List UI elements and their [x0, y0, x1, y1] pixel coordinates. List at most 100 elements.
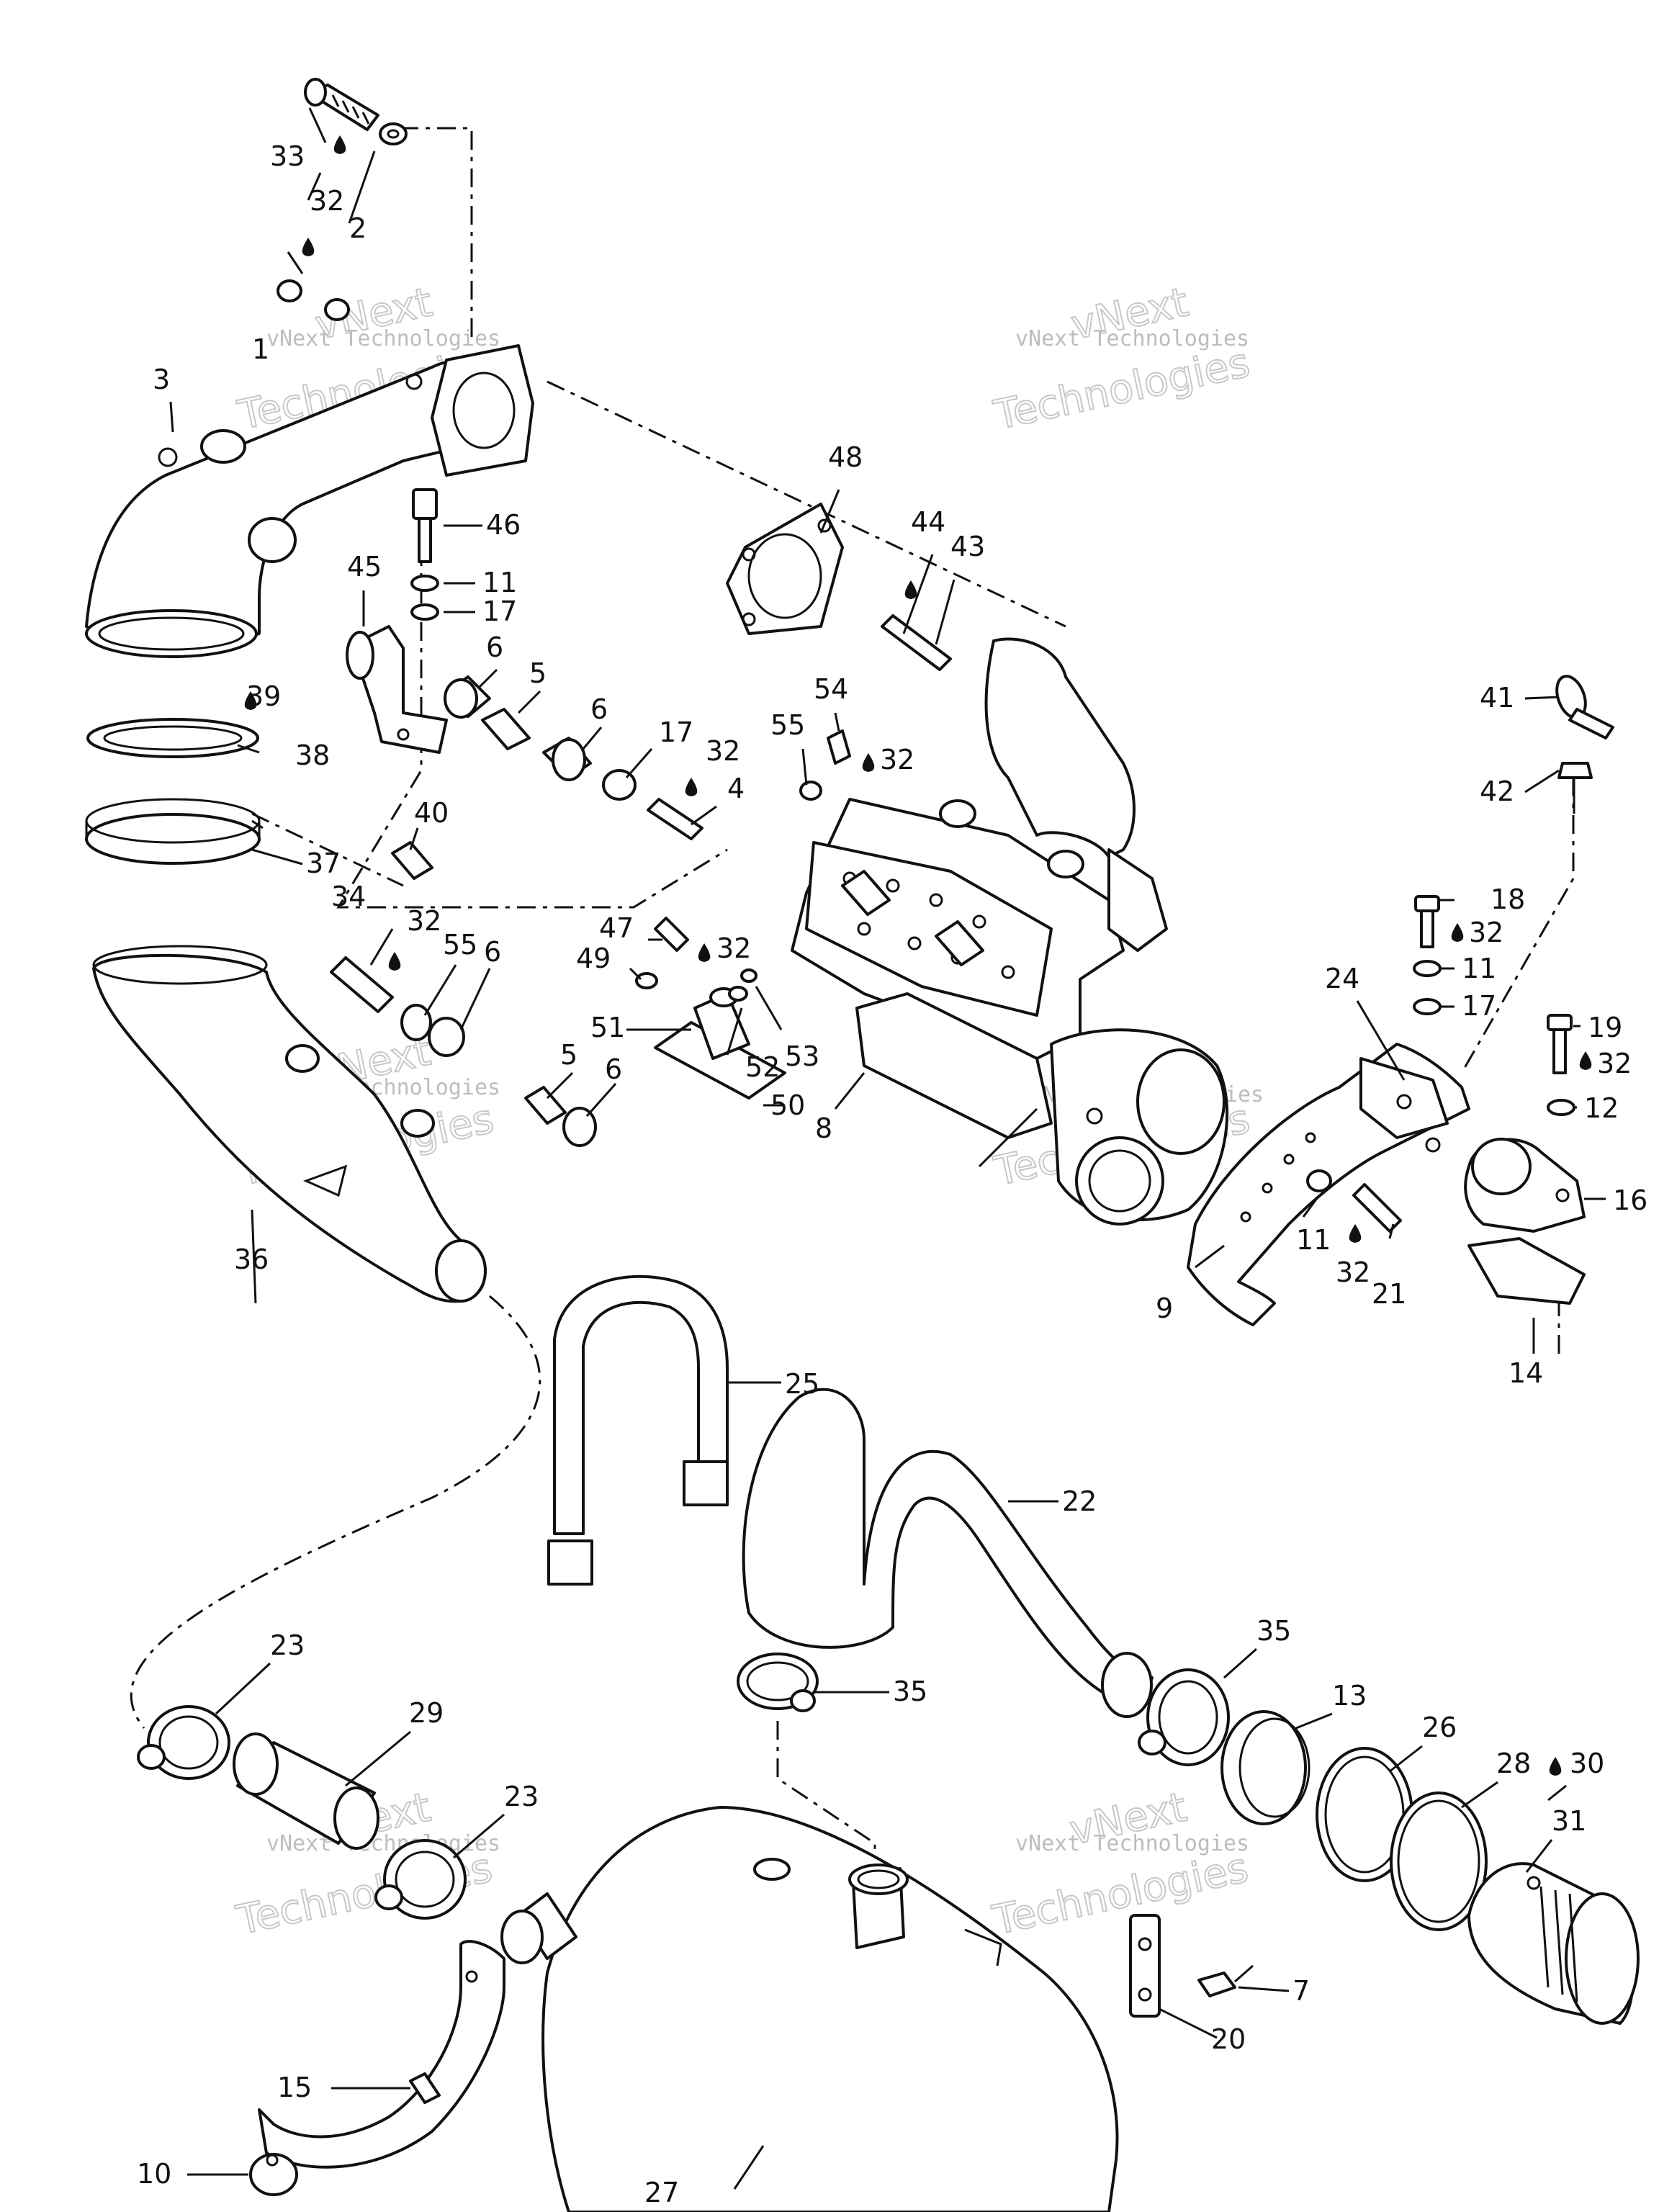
gasket-38: [86, 718, 259, 758]
label-49: 49: [576, 943, 611, 974]
spring-53: [740, 968, 757, 983]
part-number-labels: 33 32 2 1 3 46 11 17 45 6 5 6 17 32 4 48…: [137, 140, 1647, 2208]
exhaust-pipe-36: [92, 945, 487, 1303]
exhaust-manifold: [85, 344, 534, 658]
label-27: 27: [644, 2177, 679, 2208]
label-16: 16: [1613, 1184, 1647, 1216]
label-43: 43: [950, 531, 985, 562]
drop-icon: [1451, 923, 1464, 942]
spacer-6-middle: [542, 737, 592, 781]
clamp-37: [85, 798, 261, 865]
label-32: 32: [716, 932, 751, 964]
drop-icon: [862, 753, 875, 772]
spacer-6-lower: [562, 1107, 597, 1147]
screw-42: [1557, 762, 1593, 814]
label-30: 30: [1570, 1748, 1604, 1779]
label-46: 46: [486, 509, 521, 541]
bushing-5-lower: [524, 1086, 567, 1125]
drop-icon: [244, 691, 257, 710]
stud-43: [881, 614, 952, 671]
bracket-45: [346, 625, 448, 754]
label-6: 6: [590, 693, 608, 725]
label-5: 5: [529, 657, 547, 689]
label-21: 21: [1372, 1278, 1406, 1310]
washer-2-hole: [387, 129, 400, 139]
sensor-7: [1197, 1964, 1254, 1997]
spacer-6-left: [428, 1017, 465, 1057]
label-24: 24: [1325, 963, 1359, 994]
label-6: 6: [486, 631, 503, 663]
o-ring-52: [728, 986, 748, 1002]
clamp-35-right: [1138, 1668, 1230, 1766]
pipe-22: [742, 1388, 1154, 1718]
label-32: 32: [310, 185, 344, 217]
label-17: 17: [659, 716, 693, 748]
washer-2: [379, 122, 408, 145]
label-52: 52: [745, 1051, 780, 1083]
label-3: 3: [153, 364, 170, 395]
watermark-text: vNext Technologies: [266, 326, 500, 351]
watermark-text: Technologies: [990, 339, 1254, 439]
cable-tie-41: [1555, 675, 1614, 739]
strap-25: [547, 1274, 729, 1586]
label-22: 22: [1062, 1485, 1097, 1517]
label-7: 7: [1292, 1975, 1310, 2007]
label-32: 32: [1469, 917, 1503, 948]
label-54: 54: [814, 673, 848, 705]
label-12: 12: [1584, 1092, 1619, 1124]
bushing-40: [391, 841, 433, 880]
label-50: 50: [770, 1089, 805, 1121]
label-17: 17: [1462, 990, 1496, 1022]
bolt-19: [1547, 1014, 1573, 1074]
washer-55-right: [799, 781, 822, 801]
label-25: 25: [785, 1368, 819, 1400]
label-32: 32: [1597, 1048, 1632, 1079]
label-37: 37: [306, 848, 341, 879]
label-35: 35: [1256, 1615, 1291, 1647]
label-48: 48: [828, 441, 863, 473]
drop-icon: [1549, 1757, 1562, 1776]
clamp-23-lower: [374, 1839, 467, 1920]
label-1: 1: [252, 333, 269, 365]
label-44: 44: [911, 506, 945, 538]
label-19: 19: [1588, 1012, 1622, 1043]
label-20: 20: [1211, 2023, 1246, 2055]
valve-50: [654, 987, 786, 1100]
drop-icon: [698, 943, 711, 962]
outlet-31: [1467, 1862, 1640, 2025]
watermark-text: Technologies: [989, 1845, 1252, 1945]
label-6: 6: [484, 936, 501, 968]
bolt-4: [647, 798, 703, 840]
label-40: 40: [414, 797, 449, 829]
drop-icon: [333, 135, 346, 154]
label-42: 42: [1480, 775, 1514, 807]
label-32: 32: [880, 744, 914, 775]
label-36: 36: [234, 1244, 269, 1275]
gasket-38-inner: [103, 725, 243, 751]
nut-1: [276, 279, 302, 302]
label-17: 17: [482, 595, 517, 627]
watermark-text: vNext Technologies: [1015, 326, 1249, 351]
label-34: 34: [331, 881, 366, 912]
label-31: 31: [1552, 1805, 1586, 1837]
screw-15: [409, 2072, 441, 2104]
gasket-28: [1390, 1791, 1488, 1931]
label-18: 18: [1491, 884, 1525, 915]
label-28: 28: [1496, 1748, 1531, 1779]
clamp-35-center: [737, 1653, 819, 1712]
washer-11-right: [1413, 960, 1442, 977]
drop-icons: [244, 135, 1592, 1776]
bolt-46: [412, 488, 438, 563]
label-41: 41: [1480, 682, 1514, 714]
label-5: 5: [560, 1039, 577, 1071]
label-15: 15: [277, 2072, 312, 2103]
label-23: 23: [504, 1781, 539, 1812]
drop-icon: [1349, 1224, 1362, 1243]
screw-54: [827, 729, 851, 765]
label-35: 35: [893, 1676, 927, 1707]
label-53: 53: [785, 1040, 819, 1072]
label-26: 26: [1422, 1712, 1457, 1743]
bolt-34: [330, 956, 394, 1013]
label-11: 11: [482, 567, 517, 598]
